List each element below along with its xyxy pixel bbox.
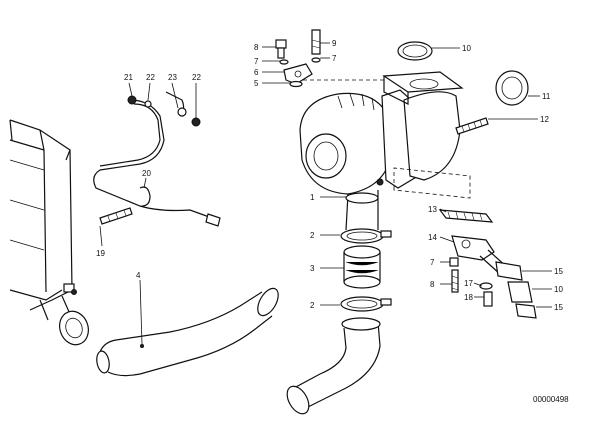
rubber-sleeve-3 xyxy=(343,245,381,289)
turbocharger-drawing xyxy=(299,71,464,231)
leader-lines xyxy=(99,42,552,308)
callout-21: 21 xyxy=(124,73,133,82)
callout-17: 17 xyxy=(464,279,473,288)
callout-19: 19 xyxy=(96,249,105,258)
bolt-8-top xyxy=(275,39,287,59)
intake-hose-4 xyxy=(96,279,279,377)
callout-8-top: 8 xyxy=(254,43,259,52)
callout-2-upper: 2 xyxy=(310,231,315,240)
oil-fitting-15-lower xyxy=(515,303,537,319)
callout-11: 11 xyxy=(542,92,551,101)
callout-9: 9 xyxy=(332,39,337,48)
intercooler-drawing xyxy=(9,119,89,346)
callout-23: 23 xyxy=(168,73,177,82)
callout-8-right: 8 xyxy=(430,280,435,289)
bracket-6 xyxy=(283,63,313,85)
callout-6: 6 xyxy=(254,68,259,77)
callout-10-lower: 10 xyxy=(554,285,563,294)
dashed-outline-exhaust xyxy=(393,167,471,199)
hose-clamp-lower xyxy=(340,296,392,312)
callout-labels: 1 2 3 2 4 5 6 7 8 9 7 10 11 12 13 14 7 8… xyxy=(96,39,569,404)
callout-15-upper: 15 xyxy=(554,267,563,276)
hose-clamp-upper xyxy=(340,228,392,244)
callout-3: 3 xyxy=(310,264,315,273)
bolt-8-right xyxy=(451,269,459,293)
callout-2-lower: 2 xyxy=(310,301,315,310)
bolt-9 xyxy=(311,29,321,55)
callout-22-left: 22 xyxy=(146,73,155,82)
callout-20: 20 xyxy=(142,169,151,178)
washer-7-top-left xyxy=(279,59,289,65)
flange-14 xyxy=(451,235,509,275)
callout-7-right: 7 xyxy=(430,258,435,267)
washer-5 xyxy=(289,80,303,88)
stud-bolt-12 xyxy=(455,117,489,135)
callout-5: 5 xyxy=(254,79,259,88)
bolt-7-right xyxy=(449,257,459,267)
callout-14: 14 xyxy=(428,233,437,242)
bolt-18 xyxy=(483,291,493,307)
callout-12: 12 xyxy=(540,115,549,124)
gasket-ring-10 xyxy=(397,41,433,61)
callout-10-top: 10 xyxy=(462,44,471,53)
callout-18: 18 xyxy=(464,293,473,302)
gasket-13 xyxy=(438,209,494,223)
callout-22-right: 22 xyxy=(192,73,201,82)
oil-fitting-15-upper xyxy=(495,261,523,281)
oil-line-10-lower xyxy=(507,281,533,303)
sensor-harness xyxy=(93,91,221,227)
flange-ring-11 xyxy=(495,70,529,106)
intake-elbow-hose xyxy=(286,317,381,415)
callout-7-top-right: 7 xyxy=(332,54,337,63)
washer-17 xyxy=(479,282,493,290)
part-number-code: 00000498 xyxy=(533,395,569,404)
callout-7-left: 7 xyxy=(254,57,259,66)
callout-1: 1 xyxy=(310,193,315,202)
callout-15-lower: 15 xyxy=(554,303,563,312)
washer-7-top-right xyxy=(311,57,321,63)
callout-13: 13 xyxy=(428,205,437,214)
callout-4: 4 xyxy=(136,271,141,280)
